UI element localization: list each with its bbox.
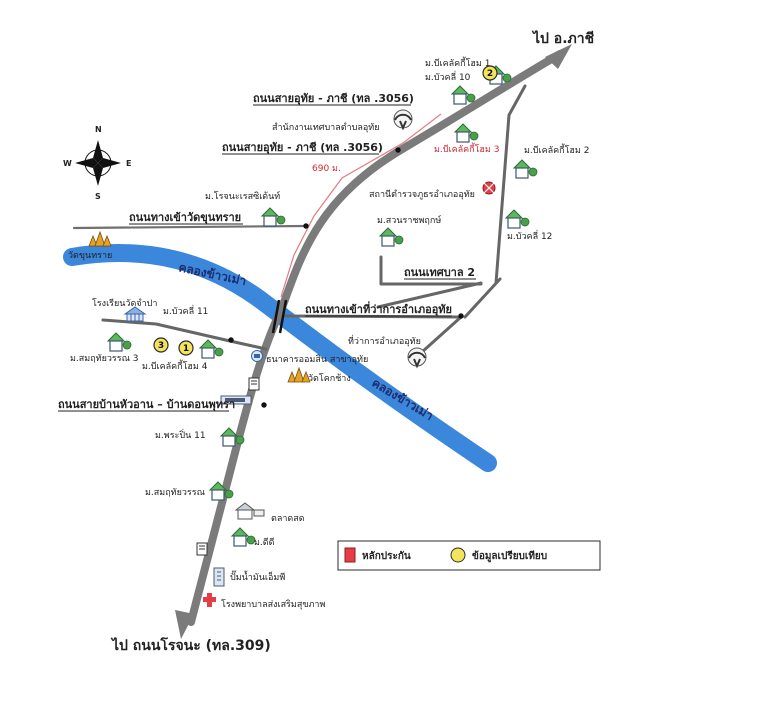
village-bk12-label: ม.บัวคลี่ 12 (507, 229, 552, 242)
bank-icon (251, 350, 263, 362)
legend-box: หลักประกัน ข้อมูลเปรียบเทียบ (337, 540, 601, 571)
village-bk10-label: ม.บัวคลี่ 10 (425, 70, 471, 83)
bank-label: ธนาคารออมสิน สาขาอุทัย (266, 354, 368, 365)
compass-east-label: E (126, 159, 131, 168)
store-icon (248, 377, 260, 391)
government-seal-icon (407, 347, 427, 369)
arrow-north-icon (545, 44, 572, 69)
house-icon (106, 332, 132, 352)
village-road-label: ถนนสายบ้านหัวอาน – บ้านดอนพุทรา (58, 398, 235, 412)
bridge-icon (271, 299, 288, 334)
school-icon (123, 306, 147, 322)
south-destination-label: ไป ถนนโรจนะ (ทล.309) (110, 636, 271, 654)
temple-icon (287, 366, 311, 383)
house-icon (450, 85, 476, 105)
compass-icon (75, 140, 121, 186)
junction-dot (458, 313, 464, 319)
compass-west-label: W (63, 159, 72, 168)
police-icon (482, 181, 496, 195)
distance-label: 690 ม. (312, 164, 341, 174)
comparison-badge-1: 1 (178, 340, 194, 356)
temple-khok-chang-label: วัดโคกช้าง (308, 373, 351, 384)
market-label: ตลาดสด (271, 514, 305, 524)
police-station-label: สถานีตำรวจภูธรอำเภออุทัย (369, 189, 475, 200)
village-bk1-label: ม.บีเคลัคกี้โฮม 1 (425, 56, 490, 69)
municipal-road-label: ถนนเทศบาล 2 (404, 266, 475, 279)
house-icon (453, 123, 479, 143)
village-somkul3-label: ม.สมฤทัยวรรณ 3 (70, 354, 139, 364)
house-icon (230, 527, 256, 547)
store-icon (196, 542, 208, 556)
house-icon (198, 339, 224, 359)
village-residence-label: ม.โรจนะเรสซิเด้นท์ (205, 190, 280, 202)
house-icon (378, 227, 404, 247)
market-icon (234, 502, 265, 520)
canal-path (63, 244, 497, 472)
badge-3-text: 3 (158, 341, 164, 351)
east-connector-road (463, 277, 502, 319)
district-office-road (420, 315, 463, 354)
junction-dot (261, 402, 267, 408)
house-icon (219, 427, 245, 447)
village-somkul-label: ม.สมฤทัยวรรณ (145, 488, 205, 498)
north-east-road (494, 84, 527, 285)
legend-marker-b-icon (450, 547, 466, 563)
district-road-label: ถนนทางเข้าที่ว่าการอำเภออุทัย (305, 301, 452, 317)
district-office-label: ที่ว่าการอำเภออุทัย (348, 334, 421, 347)
village-bk3-label: ม.บีเคลัคกี้โฮม 3 (434, 142, 499, 155)
main-road-label-upper: ถนนสายอุทัย - ภาชี (ทล .3056) (253, 92, 414, 106)
junction-dot (303, 223, 309, 229)
school-label: โรงเรียนวัดจำปา (92, 298, 157, 309)
temple-road-label: ถนนทางเข้าวัดขุนทราย (129, 211, 241, 225)
village-bk11-label: ม.บัวคลี่ 11 (163, 304, 208, 317)
village-bk4-label: ม.บีเคลัคกี้โฮม 4 (142, 359, 208, 372)
arrow-south-icon (175, 610, 194, 639)
north-destination-label: ไป อ.ภาชี (531, 29, 595, 47)
legend-marker-b-label: ข้อมูลเปรียบเทียบ (472, 550, 547, 563)
gas-station-label: ปั๊มน้ำมันเอ็มพี (230, 570, 285, 583)
junction-dot (228, 337, 234, 343)
municipal-road-spur (379, 255, 483, 286)
signboard-icon (220, 395, 252, 405)
house-icon (260, 207, 286, 227)
gas-station-icon (213, 567, 225, 587)
junction-dot (395, 147, 401, 153)
government-seal-icon (393, 109, 413, 131)
comparison-badge-3: 3 (153, 337, 169, 353)
house-icon (504, 209, 530, 229)
legend-marker-a-label: หลักประกัน (362, 550, 411, 562)
compass-north-label: N (95, 125, 102, 134)
house-icon (512, 159, 538, 179)
temple-khun-sai-label: วัดขุนทราย (68, 251, 112, 261)
village-phrapin11-label: ม.พระปิ่น 11 (155, 428, 206, 441)
municipal-road-line (376, 281, 483, 309)
municipal-office-label: สำนักงานเทศบาลตำบลอุทัย (272, 122, 380, 133)
village-road-line (101, 318, 268, 351)
main-road-label-lower: ถนนสายอุทัย - ภาชี (ทล .3056) (222, 141, 383, 155)
distance-path (280, 113, 442, 298)
village-bk2-label: ม.บีเคลัคกี้โฮม 2 (524, 143, 589, 156)
badge-2-text: 2 (487, 69, 493, 79)
village-di-label: ม.ดีดี (254, 537, 275, 548)
compass-south-label: S (95, 192, 101, 201)
village-suan-label: ม.สวนราชพฤกษ์ (377, 214, 441, 226)
temple-icon (88, 230, 112, 247)
hospital-label: โรงพยาบาลส่งเสริมสุขภาพ (221, 599, 325, 610)
legend-marker-a-icon (344, 547, 356, 563)
house-icon (208, 481, 234, 501)
hospital-icon (203, 593, 216, 607)
badge-1-text: 1 (183, 344, 189, 354)
comparison-badge-2: 2 (482, 65, 498, 81)
